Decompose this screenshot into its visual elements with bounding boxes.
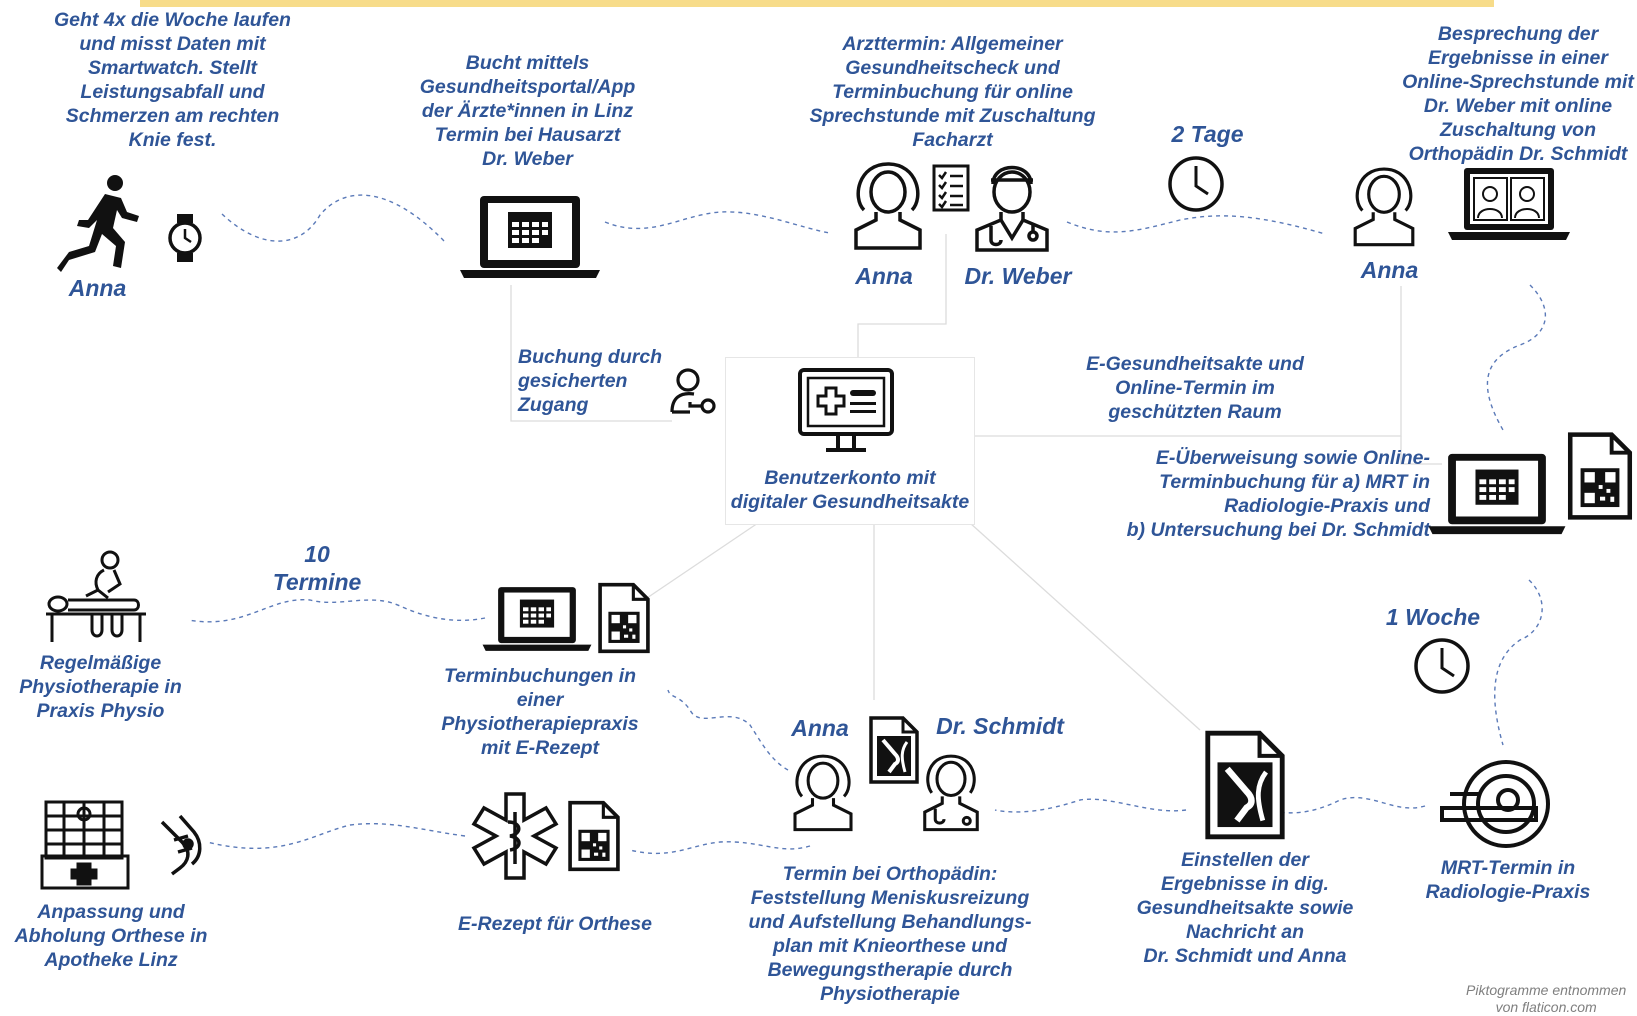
medical-star-icon: [471, 792, 559, 880]
flow-mri-results: [1277, 796, 1426, 814]
flow-results-ortho: [994, 798, 1187, 813]
mri-scanner-icon: [1440, 760, 1550, 848]
user-account-hub: [725, 357, 975, 525]
pharmacy-icon: [40, 800, 130, 890]
massage-therapy-icon: [46, 550, 146, 642]
ortho-name: Dr. Schmidt: [936, 713, 1064, 739]
laptop-calendar-icon: [460, 196, 600, 278]
flow-doctor-online: [1066, 215, 1326, 235]
line-hub-results: [969, 522, 1201, 731]
checklist-icon: [932, 164, 970, 212]
woman-avatar-icon: [793, 754, 853, 832]
flow-online-referral: [1486, 284, 1547, 431]
icon-credit: Piktogramme entnommen von flaticon.com: [1466, 982, 1627, 1015]
flow-book-doctor: [604, 211, 831, 234]
ortho-patient-name: Anna: [791, 715, 849, 741]
online-patient-name: Anna: [1360, 257, 1419, 283]
ortho-description: Termin bei Orthopädin:Feststellung Menis…: [748, 863, 1032, 1005]
health-monitor-icon: [798, 368, 894, 452]
laptop-calendar-icon: [1428, 453, 1566, 535]
doctor-icon: [975, 165, 1049, 252]
user-key-icon: [670, 368, 716, 414]
woman-avatar-icon: [1353, 167, 1415, 247]
qr-document-icon: [568, 800, 620, 872]
referral-description: E-Überweisung sowie Online-Terminbuchung…: [1126, 447, 1430, 541]
line-hub-booking: [510, 285, 672, 422]
wait-label-2-days: 2 Tage: [1171, 121, 1244, 147]
flow-prescription-knee: [206, 822, 466, 850]
female-doctor-icon: [923, 754, 979, 832]
flow-run-book: [221, 194, 446, 243]
prescription-description: E-Rezept für Orthese: [458, 913, 652, 935]
flow-referral-mri: [1494, 579, 1543, 746]
flow-ortho-physio: [667, 689, 789, 771]
clock-icon: [1168, 156, 1224, 212]
line-hub-referral: [1400, 436, 1442, 465]
clock-icon: [1414, 638, 1470, 694]
woman-avatar-icon: [854, 162, 922, 250]
runner-name: Anna: [68, 275, 127, 301]
doctor-name: Dr. Weber: [964, 263, 1072, 289]
doctor-patient-name: Anna: [855, 263, 913, 289]
wait-label-1-week: 1 Woche: [1385, 604, 1481, 630]
runner-icon: [57, 175, 139, 272]
flow-physio-count: [187, 599, 486, 623]
line-hub-weber: [857, 234, 947, 357]
smartwatch-icon: [168, 214, 202, 262]
flow-ortho-prescription: [629, 841, 811, 854]
line-hub-physio: [643, 522, 759, 601]
qr-document-icon: [598, 582, 650, 654]
video-call-laptop-icon: [1448, 168, 1570, 240]
laptop-calendar-icon: [482, 587, 592, 651]
knee-xray-document-icon: [1205, 730, 1285, 840]
qr-document-icon: [1567, 432, 1633, 520]
knee-brace-icon: [160, 814, 202, 876]
accent-bar: [140, 0, 1494, 7]
knee-xray-document-icon: [869, 716, 919, 784]
